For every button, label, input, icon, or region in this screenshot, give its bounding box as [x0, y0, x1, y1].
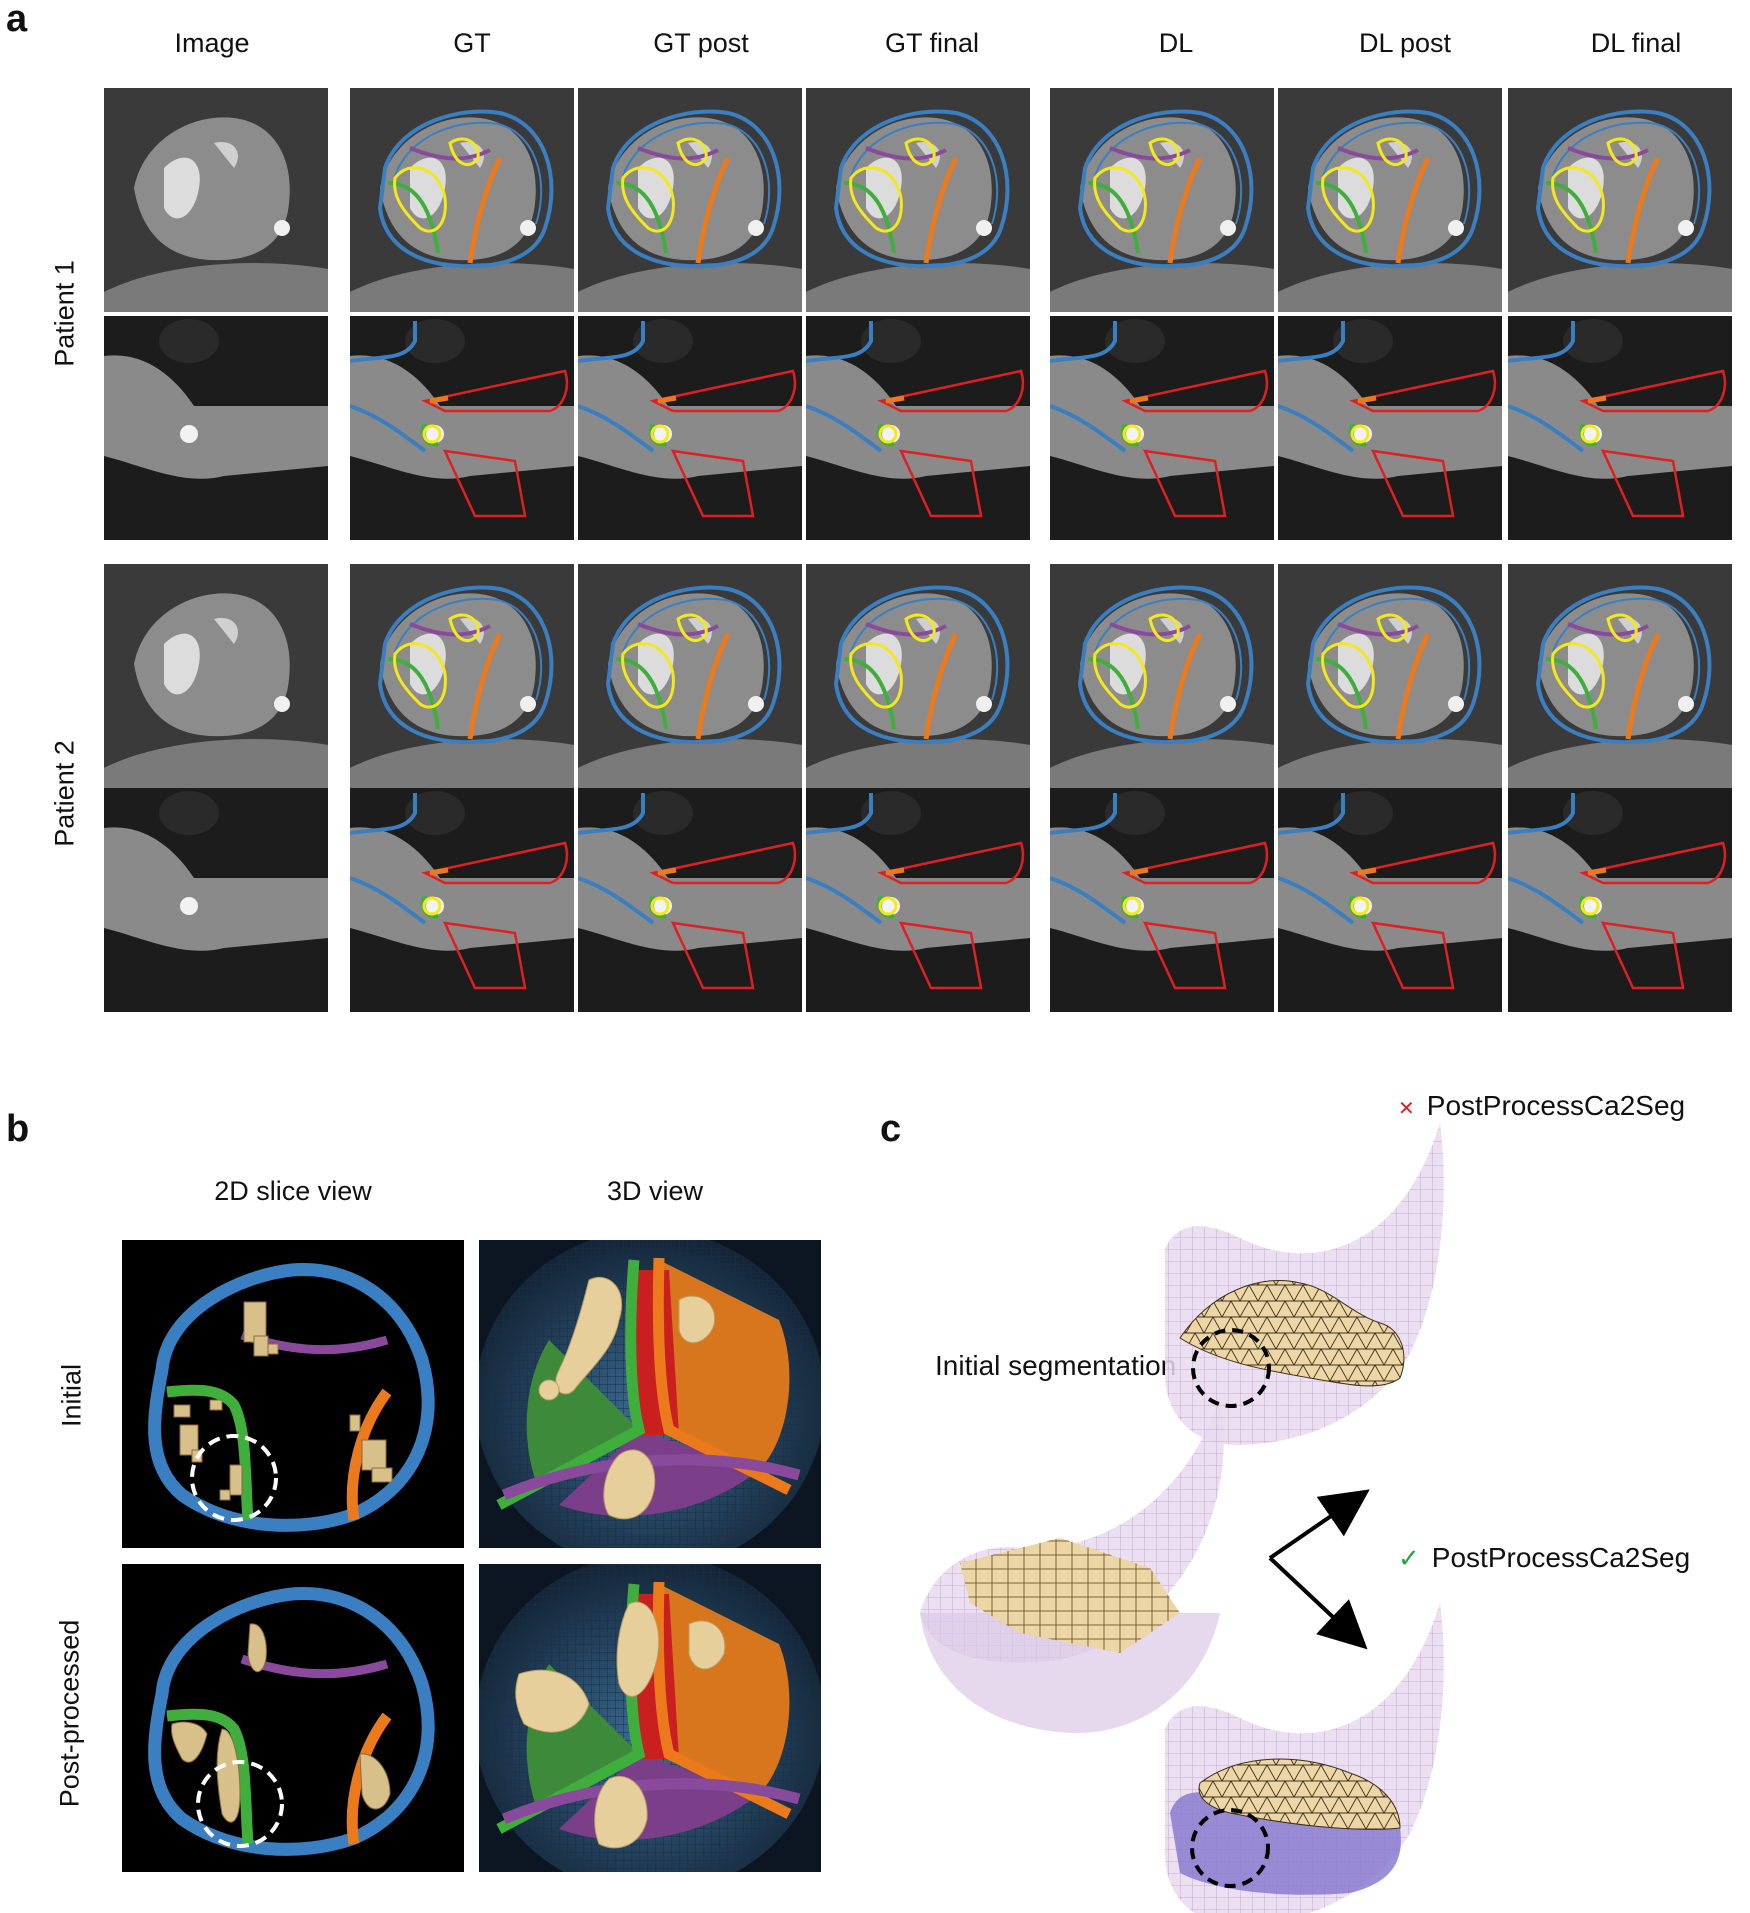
ct-tile-patient-1-axial-dl-post — [1278, 88, 1502, 312]
label-with-postprocess-text: PostProcessCa2Seg — [1431, 1542, 1691, 1573]
col-title-3d-view: 3D view — [606, 1176, 704, 1206]
col-title-gt-post: GT post — [653, 28, 749, 58]
row-title-patient-2: Patient 2 — [49, 740, 80, 847]
col-title-dl-final: DL final — [1590, 28, 1682, 58]
col-title-gt-final: GT final — [884, 28, 980, 58]
ct-tile-patient-1-axial-gt-post — [578, 88, 802, 312]
col-title-gt: GT — [453, 28, 491, 58]
ct-tile-patient-2-axial-gt-post — [578, 564, 802, 788]
ct-tile-patient-1-long-axis-gt-final — [806, 316, 1030, 540]
ct-tile-patient-1-long-axis-dl — [1050, 316, 1274, 540]
ct-tile-patient-1-axial-dl — [1050, 88, 1274, 312]
ct-tile-patient-2-axial-gt — [350, 564, 574, 788]
highlight-circle — [190, 1434, 278, 1522]
ct-tile-patient-2-axial-dl-post — [1278, 564, 1502, 788]
ct-tile-patient-2-axial-gt-final — [806, 564, 1030, 788]
result-with-postprocess — [1165, 1603, 1444, 1913]
ct-tile-patient-2-axial-image — [104, 564, 328, 788]
ct-tile-patient-2-long-axis-gt-final — [806, 788, 1030, 1012]
row-title-patient-1: Patient 1 — [49, 260, 80, 367]
ct-tile-patient-1-long-axis-image — [104, 316, 328, 540]
aortic-wall-ring — [148, 1263, 435, 1532]
panel-a-letter: a — [6, 0, 28, 40]
col-title-2d-slice-view: 2D slice view — [214, 1176, 372, 1206]
cross-icon: ✕ — [1398, 1098, 1415, 1120]
check-icon: ✓ — [1398, 1543, 1420, 1573]
leaflet-orange — [346, 1388, 392, 1521]
row-title-post-processed: Post-processed — [54, 1619, 85, 1808]
panel-c-drawing — [920, 1123, 1444, 1913]
3d-view-initial — [479, 1240, 821, 1548]
panel-c-letter: c — [880, 1108, 902, 1150]
initial-cusp — [920, 1398, 1224, 1733]
label-initial-segmentation: Initial segmentation — [935, 1350, 1177, 1381]
ct-tile-patient-2-long-axis-dl-post — [1278, 788, 1502, 1012]
label-without-postprocess-text: PostProcessCa2Seg — [1426, 1090, 1686, 1121]
col-title-dl: DL — [1158, 28, 1194, 58]
3d-view-post-processed — [479, 1564, 821, 1872]
ct-tile-patient-2-axial-dl-final — [1508, 564, 1732, 788]
ct-tile-patient-1-long-axis-dl-final — [1508, 316, 1732, 540]
calcium-blocks — [173, 1301, 393, 1501]
ct-tile-patient-1-long-axis-gt-post — [578, 316, 802, 540]
row-title-initial: Initial — [56, 1363, 87, 1428]
ct-tile-patient-2-long-axis-image — [104, 788, 328, 1012]
label-with-postprocess: ✓ PostProcessCa2Seg — [1398, 1544, 1690, 1572]
label-without-postprocess: ✕ PostProcessCa2Seg — [1398, 1092, 1685, 1120]
ct-tile-patient-1-axial-dl-final — [1508, 88, 1732, 312]
calcium-3d — [538, 1276, 716, 1520]
ct-tile-patient-1-axial-gt-final — [806, 88, 1030, 312]
ct-tile-patient-2-axial-dl — [1050, 564, 1274, 788]
ct-tile-patient-2-long-axis-gt — [350, 788, 574, 1012]
ct-tile-patient-2-long-axis-dl — [1050, 788, 1274, 1012]
panel-b-letter: b — [6, 1108, 30, 1150]
col-title-dl-post: DL post — [1358, 28, 1452, 58]
ct-tile-patient-1-long-axis-gt — [350, 316, 574, 540]
ct-tile-patient-1-axial-image — [104, 88, 328, 312]
ct-tile-patient-2-long-axis-dl-final — [1508, 788, 1732, 1012]
ct-tile-patient-1-long-axis-dl-post — [1278, 316, 1502, 540]
col-title-image: Image — [174, 28, 250, 58]
result-without-postprocess — [1165, 1123, 1444, 1445]
ct-tile-patient-1-axial-gt — [350, 88, 574, 312]
branch-arrows — [1268, 1489, 1370, 1650]
slice-view-initial — [122, 1240, 464, 1548]
ct-tile-patient-2-long-axis-gt-post — [578, 788, 802, 1012]
leaflet-green — [166, 1384, 254, 1521]
slice-view-post-processed — [122, 1564, 464, 1872]
